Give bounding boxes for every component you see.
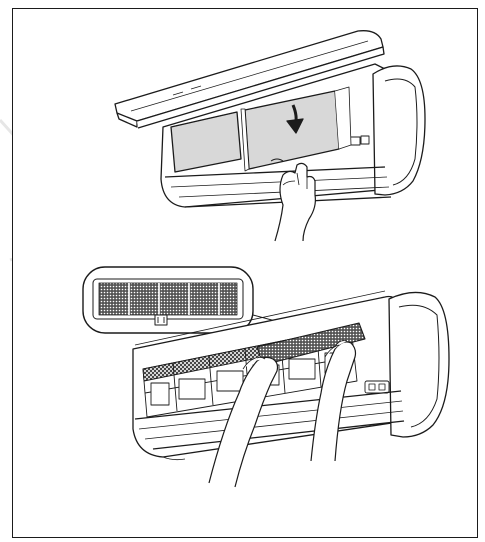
manual-illustration [82,30,450,488]
bottom-unit-filter-removal [82,266,450,488]
figure-frame [12,8,478,538]
open-front-cover [114,30,385,129]
hand-icon [274,162,316,242]
filters-top [170,86,352,173]
hands-icon [208,340,357,488]
top-unit-panel-open [114,30,426,242]
magnifier-callout [82,266,314,334]
down-arrow-icon [286,104,304,134]
